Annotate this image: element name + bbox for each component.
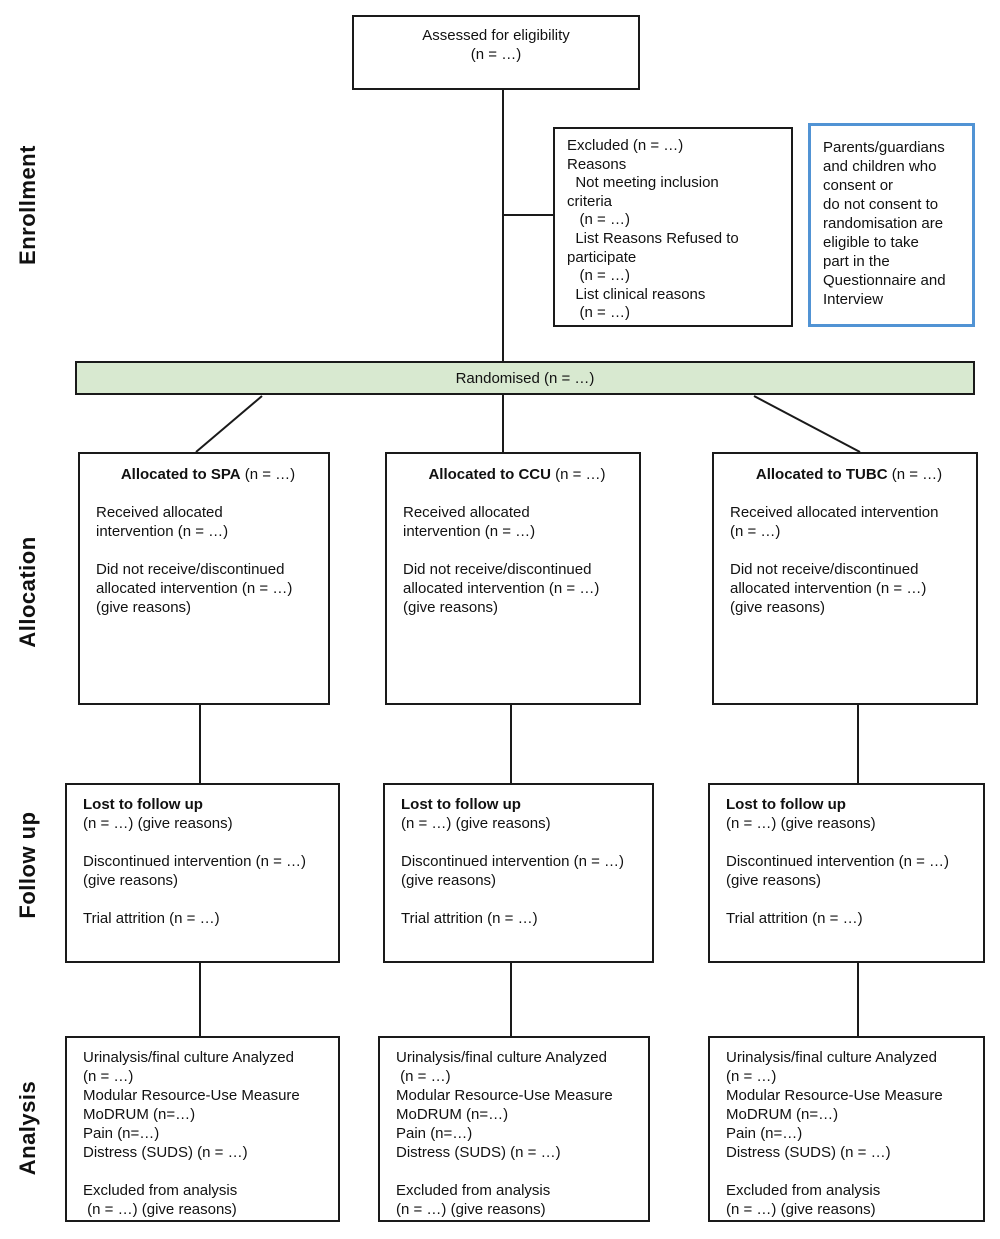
line-randomised-to-tubc [753, 395, 861, 453]
allocation-title: Allocated to TUBC (n = …) [730, 465, 968, 484]
allocation-title-suffix: (n = …) [240, 466, 296, 483]
followup-box-ccu: Lost to follow up (n = …) (give reasons)… [383, 783, 654, 963]
followup-title: Lost to follow up [401, 796, 521, 813]
stage-label-allocation: Allocation [15, 536, 40, 648]
followup-body: (n = …) (give reasons) Discontinued inte… [401, 815, 625, 927]
allocation-body: Received allocated intervention (n = …) … [403, 504, 600, 616]
consent-note-box: Parents/guardians and children who conse… [808, 123, 975, 327]
followup-box-spa: Lost to follow up (n = …) (give reasons)… [65, 783, 340, 963]
allocation-body: Received allocated intervention (n = …) … [96, 504, 293, 616]
stage-label-analysis: Analysis [15, 1080, 40, 1176]
analysis-box-ccu: Urinalysis/final culture Analyzed (n = …… [378, 1036, 650, 1222]
allocation-title-suffix: (n = …) [887, 466, 943, 483]
excluded-reasons-box: Excluded (n = …) Reasons Not meeting inc… [553, 127, 793, 327]
allocation-body: Received allocated intervention (n = …) … [730, 504, 939, 616]
line-randomised-to-spa [195, 395, 263, 453]
allocation-title: Allocated to CCU (n = …) [403, 465, 631, 484]
assessed-for-eligibility-box: Assessed for eligibility (n = …) [352, 15, 640, 90]
analysis-box-spa: Urinalysis/final culture Analyzed (n = …… [65, 1036, 340, 1222]
followup-title: Lost to follow up [726, 796, 846, 813]
stage-label-enrollment: Enrollment [15, 145, 40, 265]
allocation-title-bold: Allocated to SPA [120, 466, 241, 483]
followup-body: (n = …) (give reasons) Discontinued inte… [83, 815, 307, 927]
analysis-box-tubc: Urinalysis/final culture Analyzed (n = …… [708, 1036, 985, 1222]
stage-label-follow-up: Follow up [15, 811, 40, 919]
allocation-title: Allocated to SPA (n = …) [96, 465, 320, 484]
allocation-box-ccu: Allocated to CCU (n = …) Received alloca… [385, 452, 641, 705]
followup-title: Lost to follow up [83, 796, 203, 813]
allocation-title-suffix: (n = …) [550, 466, 606, 483]
allocation-box-tubc: Allocated to TUBC (n = …) Received alloc… [712, 452, 978, 705]
followup-body: (n = …) (give reasons) Discontinued inte… [726, 815, 950, 927]
allocation-title-bold: Allocated to TUBC [755, 466, 888, 483]
followup-box-tubc: Lost to follow up (n = …) (give reasons)… [708, 783, 985, 963]
randomised-bar: Randomised (n = …) [75, 361, 975, 395]
allocation-title-bold: Allocated to CCU [428, 466, 551, 483]
allocation-box-spa: Allocated to SPA (n = …) Received alloca… [78, 452, 330, 705]
